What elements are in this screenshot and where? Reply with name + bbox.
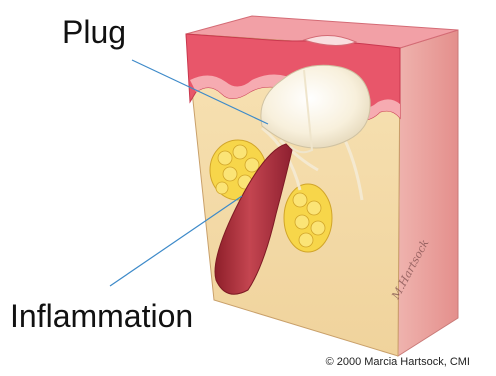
inflammation-label: Inflammation xyxy=(10,298,193,335)
plug-label: Plug xyxy=(62,14,126,51)
sebaceous-gland-right xyxy=(284,184,332,252)
copyright-credit: © 2000 Marcia Hartsock, CMI xyxy=(326,356,470,368)
skin-block-side-face xyxy=(398,30,458,356)
